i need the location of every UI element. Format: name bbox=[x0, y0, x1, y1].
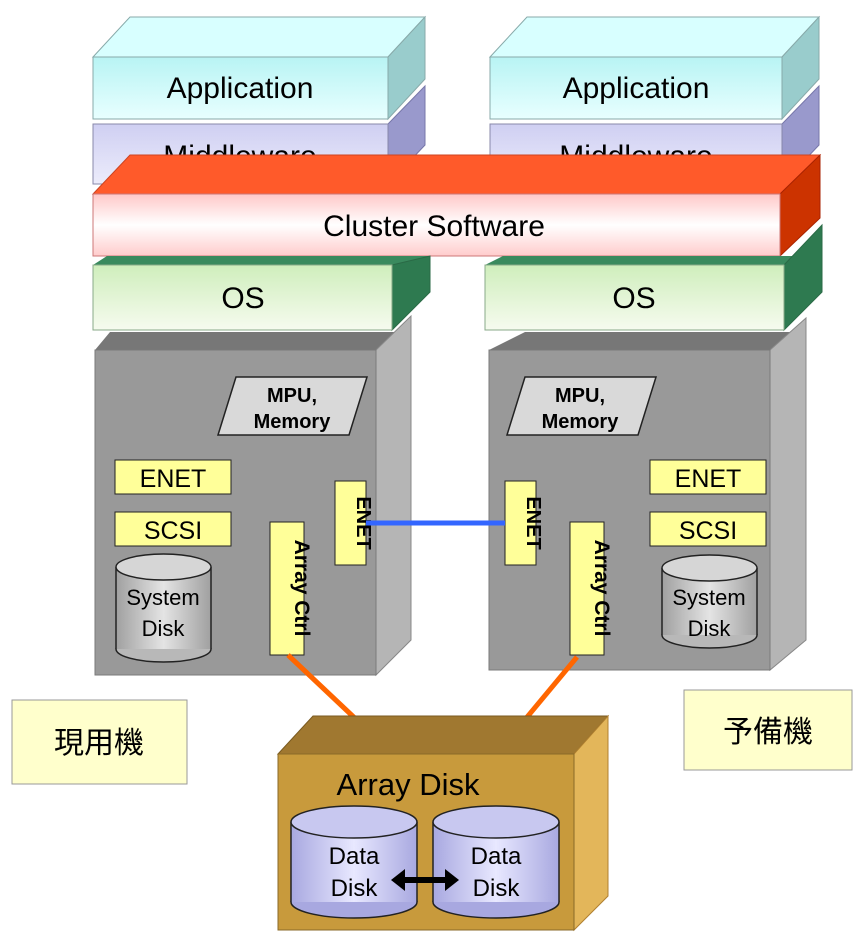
left-caption-box: 現用機 bbox=[11, 699, 188, 785]
right-mpu-line2: Memory bbox=[542, 411, 620, 433]
right-node-upper: Application Middleware bbox=[488, 15, 821, 186]
data-disk-right-line1: Data bbox=[471, 843, 522, 870]
left-mpu-line2: Memory bbox=[254, 411, 332, 433]
left-enet-label: ENET bbox=[140, 465, 207, 493]
left-array-ctrl: Array Ctrl bbox=[269, 521, 313, 656]
left-enet-card: ENET bbox=[114, 459, 232, 495]
right-os-layer: OS bbox=[484, 223, 823, 332]
left-scsi-label: SCSI bbox=[144, 517, 202, 545]
right-application-label: Application bbox=[563, 72, 710, 105]
left-caption-label: 現用機 bbox=[54, 727, 144, 760]
left-array-ctrl-label: Array Ctrl bbox=[290, 540, 313, 637]
right-mpu-memory: MPU, Memory bbox=[505, 376, 658, 436]
right-system-disk-line1: System bbox=[672, 585, 745, 610]
left-scsi-card: SCSI bbox=[114, 511, 232, 547]
right-enet-vertical: ENET bbox=[504, 480, 544, 566]
mirror-arrow-icon bbox=[391, 869, 459, 891]
right-caption-label: 予備機 bbox=[723, 716, 813, 749]
right-os-label: OS bbox=[612, 282, 655, 315]
right-array-ctrl-label: Array Ctrl bbox=[590, 540, 613, 637]
left-server: MPU, Memory ENET SCSI System Disk Array … bbox=[94, 314, 412, 677]
left-enet-vertical-label: ENET bbox=[352, 496, 374, 549]
right-caption-box: 予備機 bbox=[683, 689, 853, 771]
right-enet-label: ENET bbox=[675, 465, 742, 493]
left-os-label: OS bbox=[221, 282, 264, 315]
left-application-layer: Application bbox=[91, 15, 427, 121]
data-disk-left-line1: Data bbox=[329, 843, 380, 870]
left-system-disk-line1: System bbox=[126, 585, 199, 610]
right-system-disk: System Disk bbox=[661, 554, 758, 649]
right-array-ctrl: Array Ctrl bbox=[569, 521, 613, 656]
left-application-label: Application bbox=[167, 72, 314, 105]
array-disk-title: Array Disk bbox=[337, 767, 480, 802]
data-disk-left-line2: Disk bbox=[331, 875, 379, 902]
left-system-disk-line2: Disk bbox=[142, 616, 186, 641]
left-system-disk: System Disk bbox=[115, 553, 212, 663]
cluster-software-label: Cluster Software bbox=[323, 210, 545, 243]
right-server: MPU, Memory ENET SCSI System Disk Array … bbox=[488, 316, 807, 672]
left-mpu-memory: MPU, Memory bbox=[216, 376, 369, 436]
right-scsi-label: SCSI bbox=[679, 517, 737, 545]
right-mpu-line1: MPU, bbox=[555, 385, 605, 407]
right-application-layer: Application bbox=[488, 15, 821, 121]
cluster-software-layer: Cluster Software bbox=[91, 153, 822, 258]
data-disk-right: Data Disk bbox=[432, 805, 560, 919]
array-disk: Array Disk Data Disk Data Disk bbox=[276, 714, 610, 932]
left-os-layer: OS bbox=[92, 255, 431, 332]
data-disk-left: Data Disk bbox=[290, 805, 418, 919]
left-mpu-line1: MPU, bbox=[267, 385, 317, 407]
right-scsi-card: SCSI bbox=[649, 511, 767, 547]
right-enet-vertical-label: ENET bbox=[522, 496, 544, 549]
right-system-disk-line2: Disk bbox=[688, 616, 732, 641]
data-disk-right-line2: Disk bbox=[473, 875, 521, 902]
left-enet-vertical: ENET bbox=[334, 480, 374, 566]
right-enet-card: ENET bbox=[649, 459, 767, 495]
